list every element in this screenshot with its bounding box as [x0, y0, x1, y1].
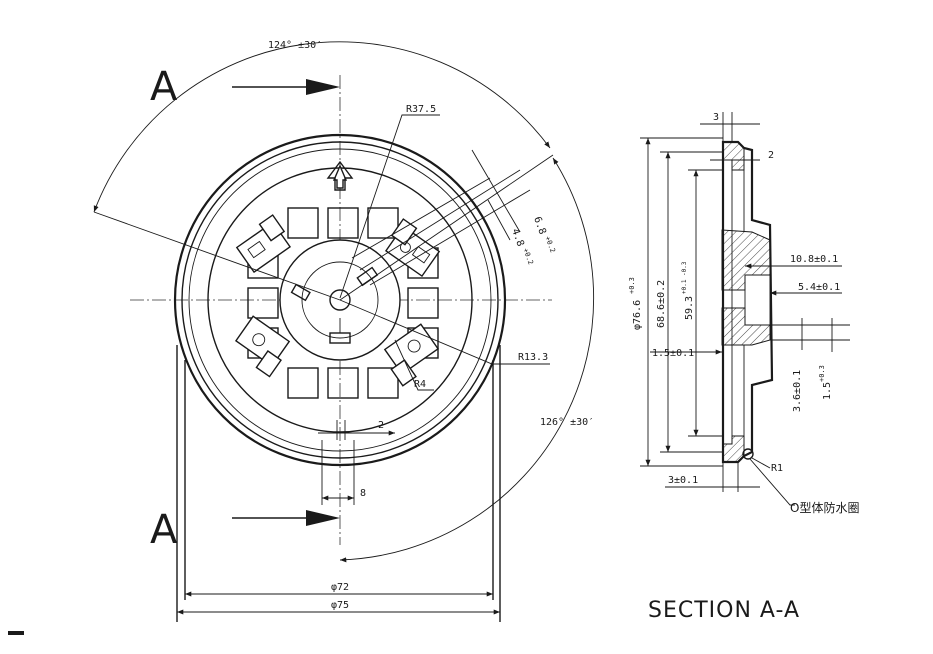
o-ring-detail	[742, 448, 754, 460]
dim-phi75-text: φ75	[331, 600, 349, 611]
leader-r13-3	[339, 299, 550, 365]
sec-dim-59-tol: +0.1 -0.3	[681, 261, 688, 294]
section-outer-profile	[721, 140, 774, 464]
sec-dim-2-text: 2	[768, 150, 774, 161]
front-view: φ72 φ75 2 8 A A 124° ±30′ 126° ±30′ R37.…	[93, 40, 595, 622]
slot-dim-ext-2	[369, 189, 531, 286]
o-ring-label: O型体防水圈	[790, 500, 859, 515]
section-arrow-bottom-head	[306, 510, 340, 526]
o-ring-leader	[749, 458, 795, 506]
section-title: SECTION A-A	[648, 598, 800, 623]
sec-dim-phi76-tol: +0.3	[628, 277, 636, 294]
leader-r37-5	[339, 114, 440, 299]
sec-radius-r1-text: R1	[771, 463, 783, 474]
sec-dim-3-bottom-text: 3±0.1	[668, 475, 698, 486]
slot-4-8-tol: +0.2	[521, 247, 534, 266]
terminal-tab-lower-left	[234, 315, 291, 378]
grid-opening	[287, 367, 319, 399]
slot-dim-ext-1	[359, 169, 521, 271]
dim-2-text: 2	[378, 420, 384, 431]
angle-upper-text: 124° ±30′	[268, 40, 322, 51]
terminal-tab-upper-left	[235, 214, 292, 274]
angle-lower-text: 126° ±30′	[540, 417, 594, 428]
section-inner-boss	[744, 274, 771, 326]
section-hatch-center-bottom	[721, 307, 771, 346]
sec-dim-68-text: 68.6±0.2	[656, 280, 667, 328]
section-hatch-bottom-rim	[722, 435, 745, 463]
slot-dim-ext-3	[351, 177, 491, 259]
radius-r13-3-text: R13.3	[518, 352, 548, 363]
sec-leader-r1	[751, 457, 771, 469]
slot-6-8-text: 6.8	[531, 215, 548, 236]
grid-opening	[327, 207, 359, 239]
section-arrow-top-head	[306, 79, 340, 95]
sec-dim-phi76-text: φ76.6	[632, 300, 643, 330]
angle-arc-upper	[93, 41, 551, 213]
section-marker-bottom: A	[150, 507, 178, 553]
leader-r4	[394, 339, 434, 391]
angle-arc-lower	[339, 157, 595, 563]
slot-6-8-tol: +0.2	[543, 235, 556, 254]
sec-dim-10-8-text: 10.8±0.1	[790, 254, 838, 265]
grid-opening	[287, 207, 319, 239]
sec-dim-59-text: 59.3	[684, 296, 695, 320]
section-hatch-top-rim	[722, 141, 745, 171]
section-marker-top: A	[150, 64, 178, 110]
grid-opening	[407, 287, 439, 319]
radius-r37-5-text: R37.5	[406, 104, 436, 115]
hub-pad-left	[290, 283, 311, 302]
dim-phi72-text: φ72	[331, 582, 349, 593]
grid-opening	[327, 367, 359, 399]
sec-dim-1-5-right-text: 1.5	[822, 382, 833, 400]
sec-dim-1-5-right-tol: +0.3	[818, 365, 826, 382]
sec-dim-3-6-text: 3.6±0.1	[792, 370, 803, 412]
up-arrow-icon	[332, 164, 348, 189]
slot-dim-line-2	[487, 199, 511, 241]
slot-dim-line-1	[471, 149, 521, 233]
section-view: φ76.6 +0.3 68.6±0.2 59.3 +0.1 -0.3 1.5±0…	[628, 112, 859, 623]
angle-ray-left	[93, 211, 341, 301]
sec-dim-5-4-text: 5.4±0.1	[798, 282, 840, 293]
sec-dim-3-top-text: 3	[713, 112, 719, 123]
section-hatch-center-top	[721, 229, 771, 291]
radius-r4-text: R4	[414, 379, 426, 390]
slot-4-8-text: 4.8	[509, 227, 526, 248]
grid-opening	[247, 287, 279, 319]
angle-ray-right	[339, 154, 554, 301]
dim-8-text: 8	[360, 488, 366, 499]
sec-dim-1-5-left-text: 1.5±0.1	[652, 348, 694, 359]
corner-mark	[8, 631, 24, 635]
